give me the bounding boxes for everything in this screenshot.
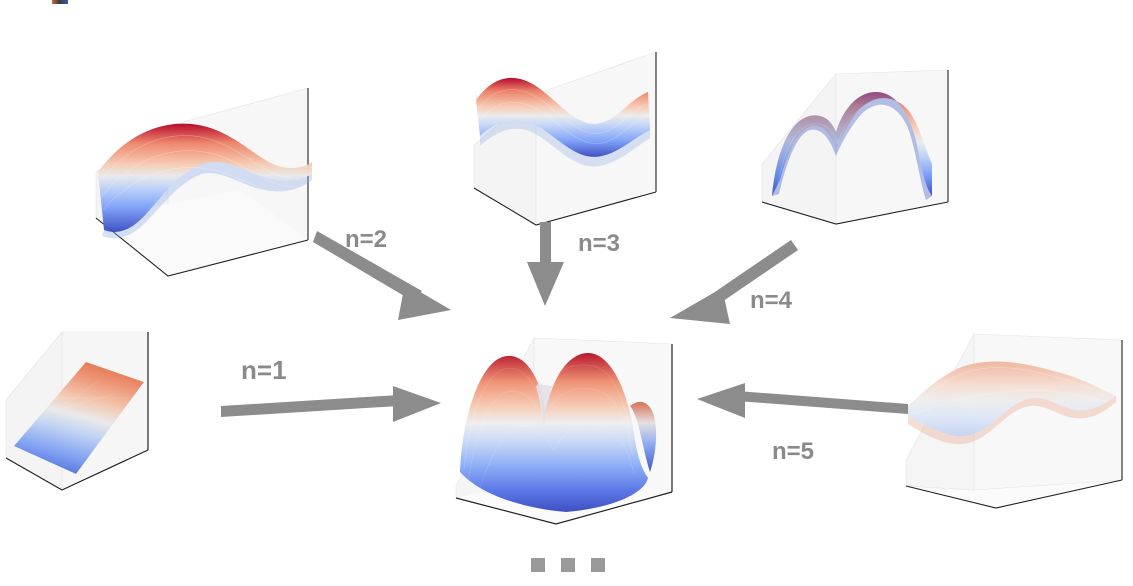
surface-panel-n1 xyxy=(2,318,232,508)
ellipsis-dot-2 xyxy=(561,558,575,572)
edge-label-n4: n=4 xyxy=(750,287,793,314)
arrow-n3 xyxy=(527,222,564,306)
ellipsis-dot-3 xyxy=(591,558,605,572)
continuation-ellipsis xyxy=(531,558,605,572)
surface-panel-n3 xyxy=(444,10,674,226)
edge-label-n5: n=5 xyxy=(772,438,815,465)
clipped-edge-artifact xyxy=(52,0,68,4)
edge-label-n2: n=2 xyxy=(345,226,388,253)
surface-panel-composite xyxy=(444,302,694,532)
ellipsis-dot-1 xyxy=(531,558,545,572)
arrow-n1 xyxy=(221,386,441,422)
arrow-n5 xyxy=(697,383,908,418)
surface-panel-n2 xyxy=(90,22,330,277)
surface-panel-n5 xyxy=(900,330,1133,520)
edge-label-n3: n=3 xyxy=(578,230,621,257)
surface-panel-n4 xyxy=(736,24,966,234)
edge-label-n1: n=1 xyxy=(241,355,287,385)
